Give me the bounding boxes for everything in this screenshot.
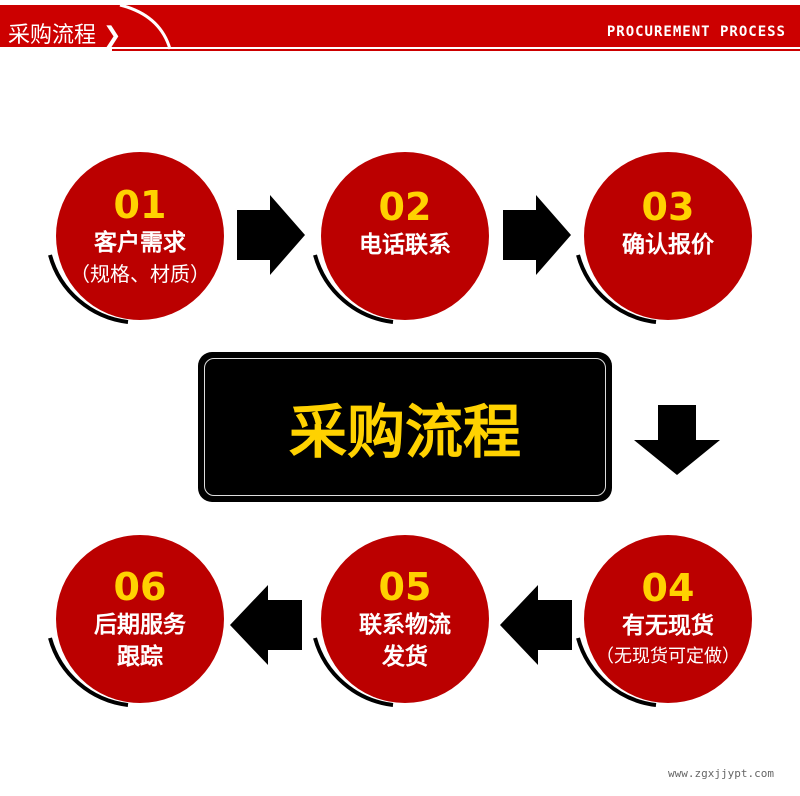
header-bar: 采购流程 ❯ PROCUREMENT PROCESS xyxy=(0,5,800,48)
step-label-line2: 发货 xyxy=(382,644,428,670)
arrow-right-icon xyxy=(237,195,305,275)
header-subtitle: PROCUREMENT PROCESS xyxy=(606,24,786,40)
arc-icon xyxy=(313,254,394,324)
step-number: 06 xyxy=(113,565,167,609)
step-number: 03 xyxy=(641,185,695,229)
step-label: 电话联系 xyxy=(359,232,451,258)
step-03: 03 确认报价 xyxy=(584,152,752,320)
step-label: 客户需求 xyxy=(94,230,186,256)
arrow-left-icon xyxy=(230,585,302,665)
step-06: 06 后期服务 跟踪 xyxy=(56,535,224,703)
header-curve xyxy=(119,3,172,50)
step-label: 确认报价 xyxy=(622,232,714,258)
center-title: 采购流程 xyxy=(204,358,606,496)
arc-icon xyxy=(48,254,129,324)
step-number: 02 xyxy=(378,185,432,229)
step-number: 04 xyxy=(641,566,695,610)
arc-icon xyxy=(48,637,129,707)
step-number: 05 xyxy=(378,565,432,609)
arc-icon xyxy=(576,254,657,324)
step-label: 后期服务 xyxy=(94,612,186,638)
header-underline xyxy=(112,49,800,51)
step-04: 04 有无现货 （无现货可定做） xyxy=(584,535,752,703)
arrow-right-icon xyxy=(503,195,571,275)
arrow-down-icon xyxy=(634,405,720,475)
center-title-box: 采购流程 xyxy=(198,352,612,502)
step-sublabel: （规格、材质） xyxy=(70,262,210,286)
step-label-line2: 跟踪 xyxy=(117,644,163,670)
arrow-left-icon xyxy=(500,585,572,665)
watermark: www.zgxjjypt.com xyxy=(668,767,774,780)
arc-icon xyxy=(576,637,657,707)
circle-arcs xyxy=(48,254,657,707)
step-number: 01 xyxy=(113,183,167,227)
step-label: 有无现货 xyxy=(622,613,714,639)
step-sublabel: （无现货可定做） xyxy=(596,646,740,667)
step-01: 01 客户需求 （规格、材质） xyxy=(56,152,224,320)
arc-icon xyxy=(313,637,394,707)
step-label: 联系物流 xyxy=(359,612,451,638)
step-02: 02 电话联系 xyxy=(321,152,489,320)
header-title: 采购流程 ❯ xyxy=(8,23,122,48)
step-05: 05 联系物流 发货 xyxy=(321,535,489,703)
